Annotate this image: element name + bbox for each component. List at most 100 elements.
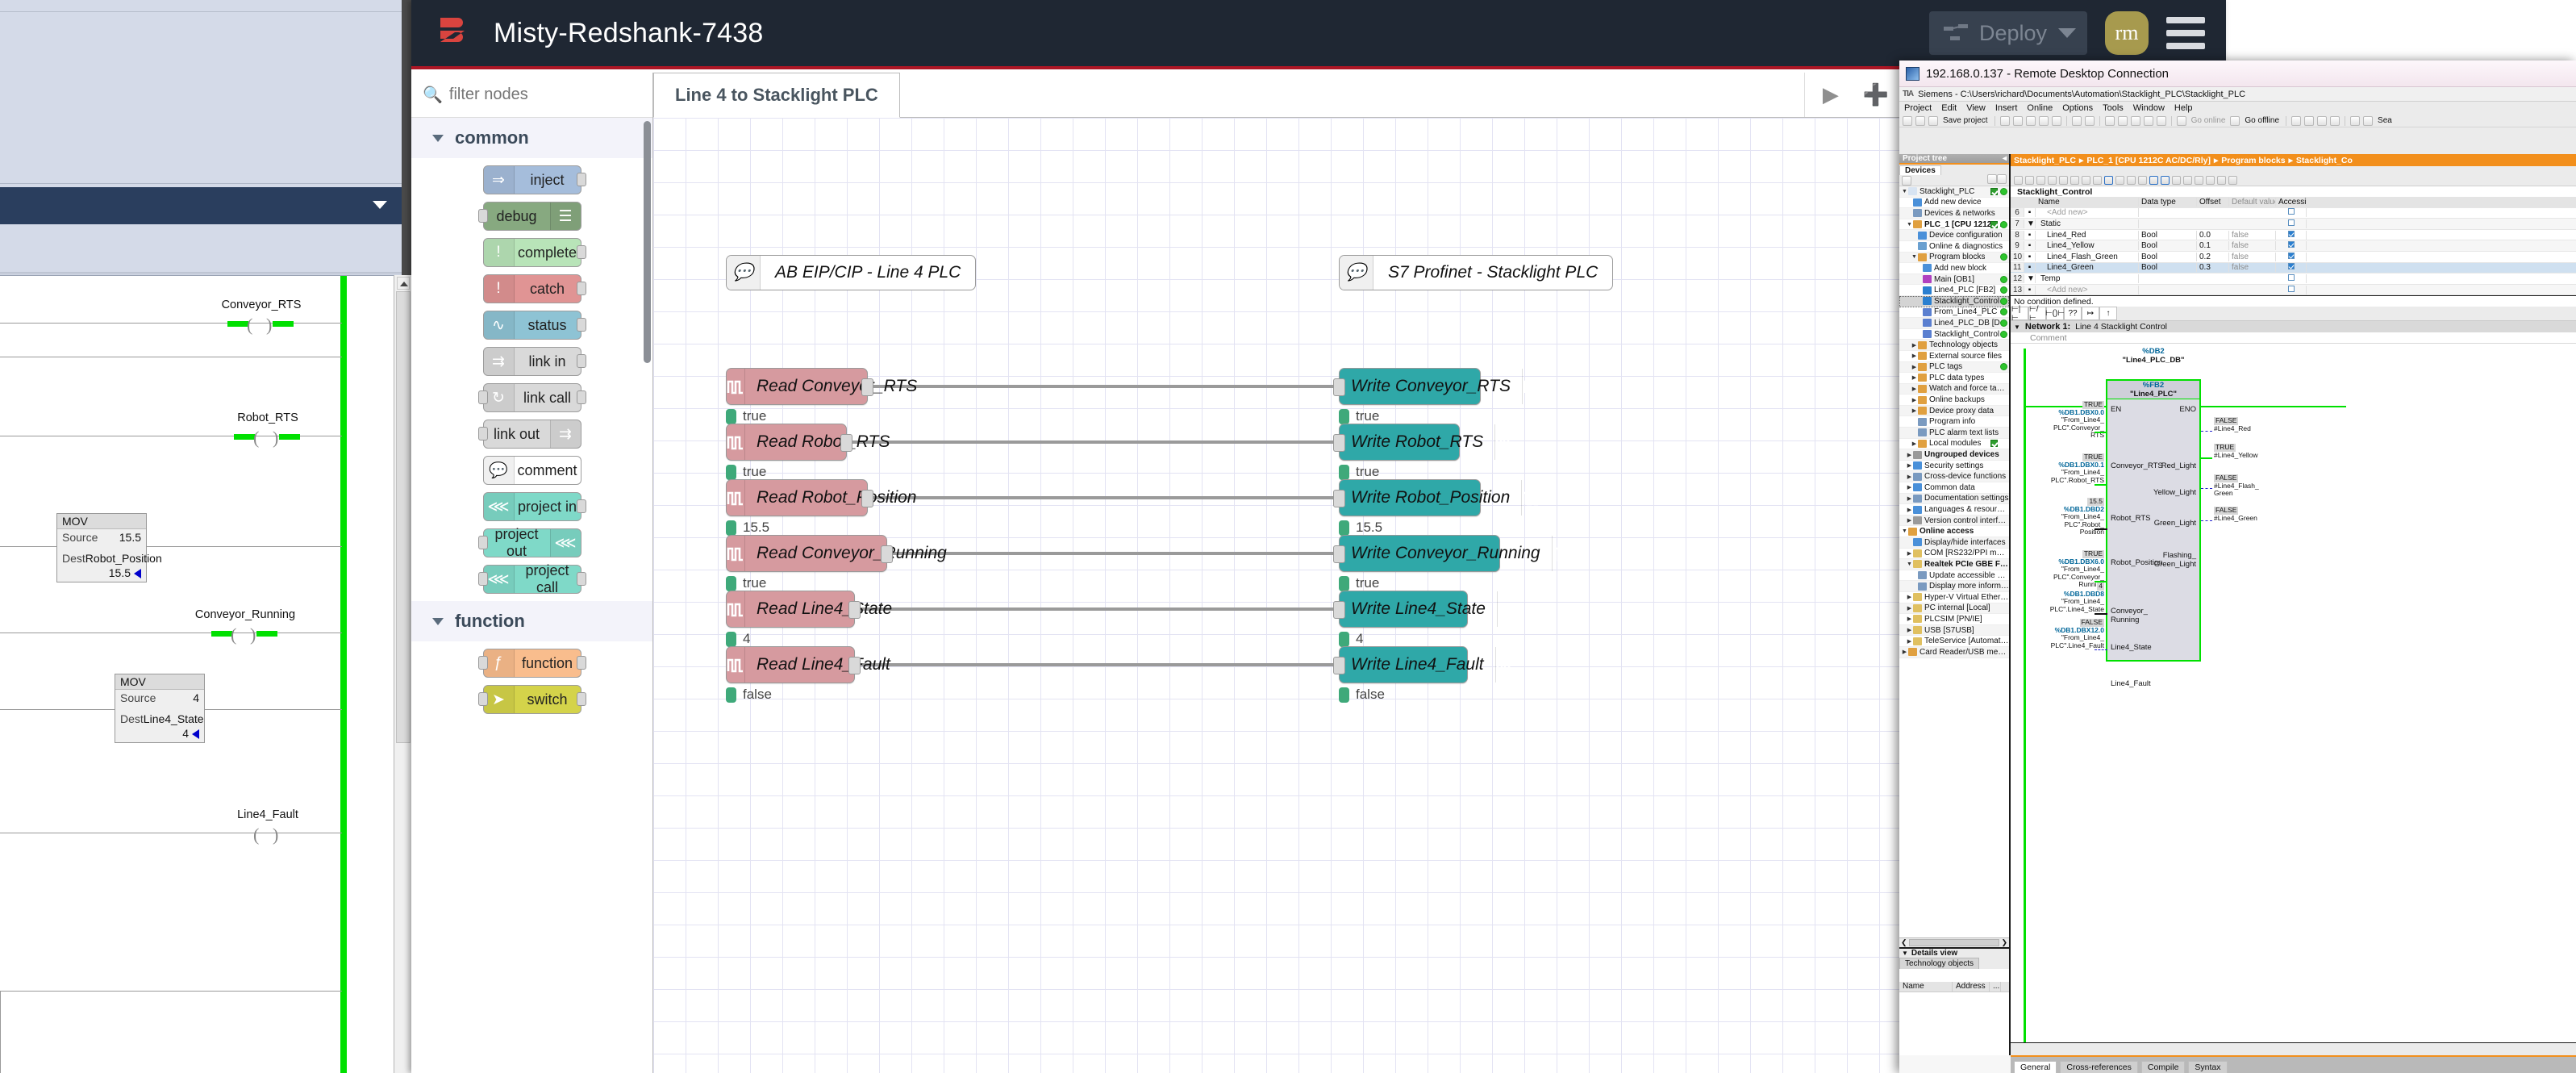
ladder-vertical-scrollbar[interactable] [394,275,411,1073]
tree-item-devices-networks[interactable]: Devices & networks [1899,208,2009,219]
variable-accessible[interactable] [2276,263,2307,273]
output-port[interactable] [576,318,586,332]
flow-node-write[interactable]: Write Line4_State [1333,591,1514,628]
fb-output-tag[interactable]: FALSE#Line4_Green [2214,507,2303,522]
menu-insert[interactable]: Insert [1995,103,2018,113]
tree-item-ungrouped-devices[interactable]: ▶Ungrouped devices [1899,449,2009,461]
output-port[interactable] [576,692,586,706]
simulation-icon[interactable] [2143,115,2153,126]
palette-node-switch[interactable]: ➤switch [477,685,586,714]
menu-window[interactable]: Window [2132,103,2165,113]
tree-item-languages-resources[interactable]: ▶Languages & resources [1899,504,2009,516]
cut-icon[interactable] [2012,115,2023,126]
bottom-tab-compile[interactable]: Compile [2140,1061,2186,1073]
tree-item-usb-s7usb[interactable]: ▶USB [S7USB] [1899,624,2009,637]
undo-icon[interactable] [2071,115,2082,126]
tree-item-add-new-device[interactable]: Add new device [1899,198,2009,209]
bottom-tab-general[interactable]: General [2014,1061,2057,1073]
tree-item-external-source-files[interactable]: ▶External source files [1899,351,2009,362]
fb-input-pin[interactable]: Robot_RTS [2111,514,2151,524]
input-port[interactable] [1333,545,1345,563]
variable-name[interactable]: <Add new> [2036,208,2139,218]
insert-row-icon[interactable] [2014,175,2023,185]
step-in-icon[interactable] [2195,175,2203,185]
flow-node-read[interactable]: Read Robot_Position [726,479,916,516]
tree-expand-icon[interactable]: ▶ [1907,605,1912,612]
insert-network-icon[interactable] [2115,175,2124,185]
tree-item-device-proxy-data[interactable]: ▶Device proxy data [1899,405,2009,417]
output-port[interactable] [576,173,586,186]
palette-node-project-out[interactable]: project out⋘ [477,526,581,559]
tree-item-online-diagnostics[interactable]: Online & diagnostics [1899,241,2009,253]
output-port[interactable] [881,545,893,563]
flow-node-write[interactable]: Write Conveyor_Running [1333,535,1569,572]
accessible-devices-icon[interactable] [2291,115,2302,126]
scroll-up-icon[interactable] [397,277,410,290]
menu-project[interactable]: Project [1904,103,1932,113]
list-view-icon[interactable] [1987,174,1997,184]
flow-comment-node[interactable]: 💬AB EIP/CIP - Line 4 PLC [726,255,977,290]
tree-expand-icon[interactable]: ▶ [1911,440,1917,447]
print-icon[interactable] [1999,115,2010,126]
tree-expand-icon[interactable]: ▶ [1907,463,1912,470]
variable-name[interactable]: Line4_Yellow [2036,241,2139,251]
tree-item-stacklight-control-db[interactable]: Stacklight_Control_DB [... [1899,329,2009,340]
step-over-icon[interactable] [2206,175,2215,185]
network-comment[interactable]: Comment [2011,332,2576,344]
palette-node-debug[interactable]: debug☰ [477,202,581,231]
update-inconsistent-icon[interactable] [2161,175,2170,185]
tree-item-plc-tags[interactable]: ▶PLC tags [1899,361,2009,374]
tree-item-local-modules[interactable]: ▶Local modules [1899,439,2009,450]
variable-row[interactable]: 12▼Temp [2011,273,2576,285]
variable-datatype[interactable]: Bool [2139,241,2197,251]
output-port[interactable] [576,245,586,259]
palette-node-complete[interactable]: !complete [482,238,586,267]
tree-item-display-more-information[interactable]: Display more information [1899,581,2009,592]
palette-node-status[interactable]: ∿status [482,311,586,340]
output-port[interactable] [861,490,873,507]
palette-node-link-call[interactable]: ↻link call [477,383,586,412]
palette-scrollbar[interactable] [644,121,651,363]
tree-item-stacklight-plc[interactable]: ▼Stacklight_PLC [1899,186,2009,198]
fb-output-tag[interactable]: TRUE#Line4_Yellow [2214,444,2303,459]
play-icon[interactable]: ▶ [1822,82,1839,106]
fb-input-tag[interactable]: TRUE%DB1.DBX0.1"From_Line4_ PLC".Robot_R… [2011,453,2104,484]
input-port[interactable] [477,536,488,549]
avatar[interactable]: rm [2105,11,2149,55]
redo-icon[interactable] [2084,115,2095,126]
tree-item-security-settings[interactable]: ▶Security settings [1899,461,2009,472]
tree-item-documentation-settings[interactable]: ▶Documentation settings [1899,493,2009,505]
collapse-all-icon[interactable] [2093,175,2102,185]
variable-name[interactable]: Line4_Red [2036,230,2139,240]
palette-category-common[interactable]: common [411,118,652,158]
tree-item-common-data[interactable]: ▶Common data [1899,482,2009,494]
search-field-label[interactable]: Sea [2378,116,2392,125]
ladder-network-canvas[interactable]: %DB2 "Line4_PLC_DB" %FB2 "Line4_PLC" EN … [2011,344,2576,1055]
contact-no-icon[interactable]: ⊢|⊢ [2011,305,2028,323]
fb-input-tag[interactable]: TRUE%DB1.DBX0.0"From_Line4_ PLC".Conveyo… [2011,401,2104,440]
tree-item-technology-objects[interactable]: ▶Technology objects [1899,340,2009,351]
variable-name[interactable]: Static [2036,219,2139,228]
menu-help[interactable]: Help [2174,103,2193,113]
menu-view[interactable]: View [1966,103,1986,113]
download-icon[interactable] [2117,115,2128,126]
tree-expand-icon[interactable]: ▶ [1907,485,1912,491]
fb-input-pin[interactable]: Conveyor_ Running [2111,607,2148,625]
tree-item-device-configuration[interactable]: Device configuration [1899,230,2009,241]
tree-item-version-control-interface[interactable]: ▶Version control interface [1899,515,2009,527]
new-project-icon[interactable] [1903,115,1912,126]
breakpoint-icon[interactable] [2172,175,2181,185]
input-port[interactable] [477,390,488,404]
variable-accessible[interactable] [2276,241,2307,251]
fb-input-pin[interactable]: Line4_Fault [2111,679,2151,689]
fb-input-tag[interactable]: FALSE%DB1.DBX12.0"From_Line4_ PLC".Line4… [2011,619,2104,649]
tree-expand-icon[interactable]: ▼ [1911,254,1917,261]
paste-icon[interactable] [2038,115,2049,126]
